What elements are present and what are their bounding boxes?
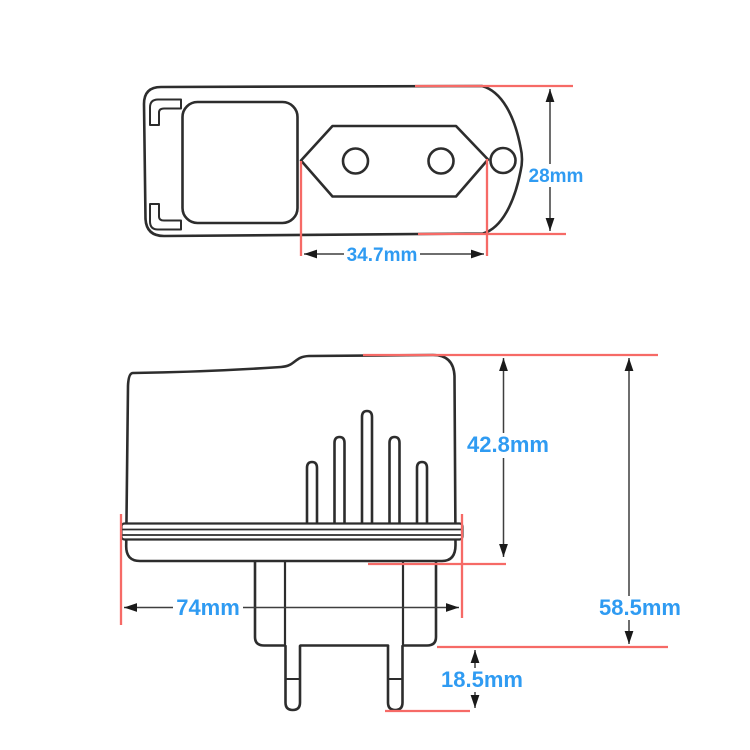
module-window [181,100,299,225]
dimension-label-18.5mm: 18.5mm [441,667,523,692]
corner-bracket-top-left [149,98,182,126]
label-bg-74mm [173,596,243,620]
plug-base-block [253,560,438,647]
vent-slot-3 [360,409,374,528]
europlug-socket-recess [299,124,490,198]
dimension-label-34.7mm: 34.7mm [347,245,418,266]
dimension-label-42.8mm: 42.8mm [467,432,549,457]
label-bg-42.8mm [463,433,553,458]
socket-pin-hole-left [341,147,370,175]
label-bg-28mm [527,164,585,187]
screw-hole [489,146,517,175]
dimension-label-74mm: 74mm [176,595,240,620]
top-view: 28mm 34.7mm [142,84,585,266]
socket-pin-hole-right [427,147,455,175]
vent-slot-2 [333,435,346,528]
dimension-label-28mm: 28mm [529,166,584,187]
label-bg-34.7mm [344,244,420,266]
label-bg-58.5mm [594,596,686,620]
vent-slot-5 [415,460,429,528]
trim-band [120,522,464,541]
dimension-label-58.5mm: 58.5mm [599,595,681,620]
vent-slot-1 [305,460,319,528]
label-bg-18.5mm [437,668,527,692]
corner-bracket-bottom-left [149,203,182,231]
plug-pin-left [284,644,302,712]
side-view: 42.8mm 58.5mm 74mm 18.5mm [119,353,686,713]
vent-slot-4 [388,435,401,528]
